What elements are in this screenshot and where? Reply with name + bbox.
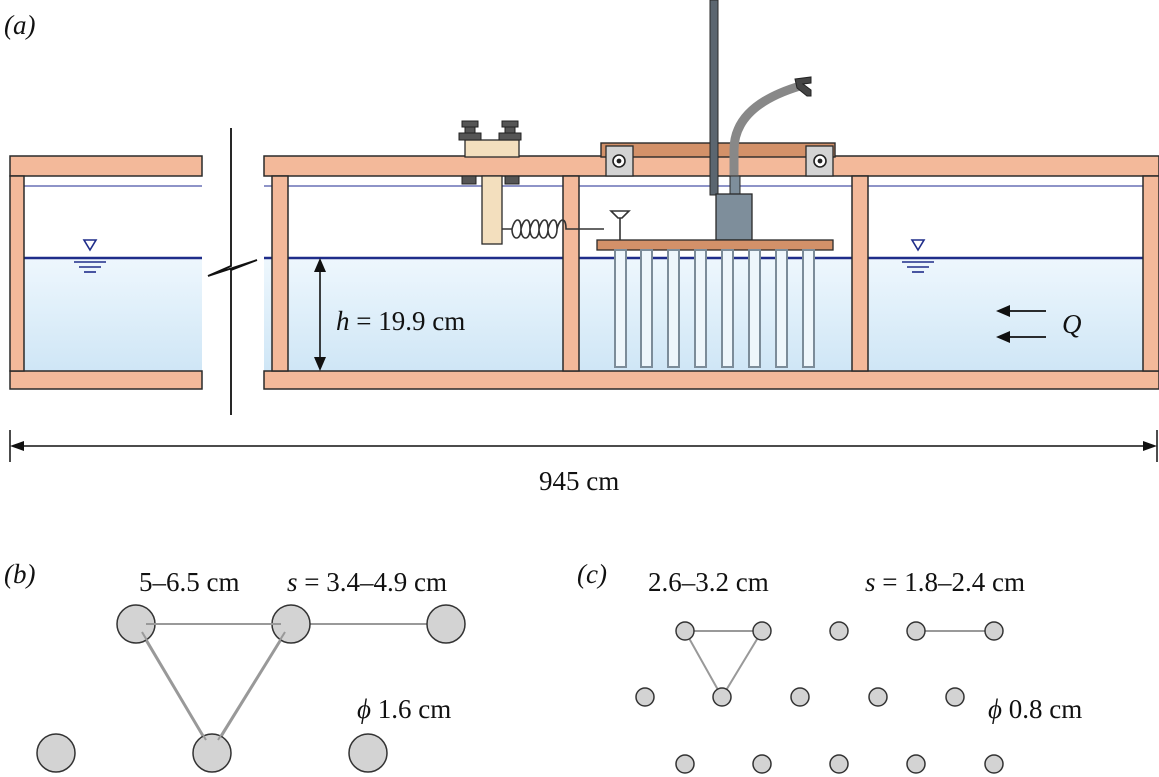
row-spacing-label-b: 5–6.5 cm (139, 567, 240, 597)
bolt-icon (458, 120, 522, 185)
cylinder-icon (752, 621, 772, 641)
top-rail (9, 155, 1159, 177)
frame-posts (9, 175, 1159, 372)
water-body (24, 258, 1146, 371)
cylinder-plate (596, 239, 834, 251)
cylinder-icon (984, 754, 1004, 774)
water-level-symbol-left (74, 239, 106, 273)
cylinders-c (635, 621, 1004, 774)
cylinder-icon (635, 687, 655, 707)
depth-arrow (314, 258, 326, 371)
support-rod (709, 0, 719, 196)
triangle-layout-c (683, 630, 994, 699)
cylinder-icon (945, 687, 965, 707)
cylinder-icon (426, 604, 466, 644)
cylinder-icon (675, 754, 695, 774)
panel-c: (c) 2.6–3.2 cm s = 1.8–2.4 cm ϕ 0.8 cm (577, 559, 1082, 774)
panel-a: (a) (4, 0, 1159, 496)
cable-icon (729, 81, 805, 201)
water-level-symbol-right (902, 239, 934, 273)
row-spacing-label-c: 2.6–3.2 cm (648, 567, 769, 597)
cable-connector-icon (794, 76, 812, 97)
cylinder-icon (348, 733, 388, 773)
flow-label: Q (1062, 309, 1082, 339)
cylinder-rods (614, 249, 815, 368)
panel-b: (b) 5–6.5 cm s = 3.4–4.9 cm ϕ 1.6 cm (4, 559, 466, 773)
cylinder-icon (192, 733, 232, 773)
cylinder-icon (829, 621, 849, 641)
screw-icon (609, 210, 631, 240)
cylinder-icon (790, 687, 810, 707)
cylinder-icon (906, 621, 926, 641)
cylinder-icon (984, 621, 1004, 641)
diameter-label-c: ϕ 0.8 cm (988, 694, 1082, 724)
length-label: 945 cm (539, 466, 619, 496)
panel-c-label: (c) (577, 559, 607, 589)
cylinder-icon (752, 754, 772, 774)
depth-label: h = 19.9 cm (336, 306, 465, 336)
panel-a-label: (a) (4, 10, 35, 40)
flow-arrows (996, 305, 1046, 343)
sensor-box (715, 193, 753, 241)
s-label-b: s = 3.4–4.9 cm (287, 567, 447, 597)
diameter-label-b: ϕ 1.6 cm (357, 694, 451, 724)
cylinder-icon (906, 754, 926, 774)
cylinder-icon (675, 621, 695, 641)
cylinder-icon (36, 733, 76, 773)
triangle-overlay-b (141, 623, 286, 741)
clamp-assembly (458, 120, 631, 245)
cylinder-icon (829, 754, 849, 774)
length-dimension (9, 430, 1158, 462)
bottom-rail (9, 370, 1159, 390)
spring-icon (502, 219, 604, 239)
break-symbol (203, 128, 263, 415)
cylinders-b (36, 604, 466, 773)
cylinder-icon (868, 687, 888, 707)
cylinder-icon (712, 687, 732, 707)
s-label-c: s = 1.8–2.4 cm (865, 567, 1025, 597)
panel-b-label: (b) (4, 559, 35, 589)
